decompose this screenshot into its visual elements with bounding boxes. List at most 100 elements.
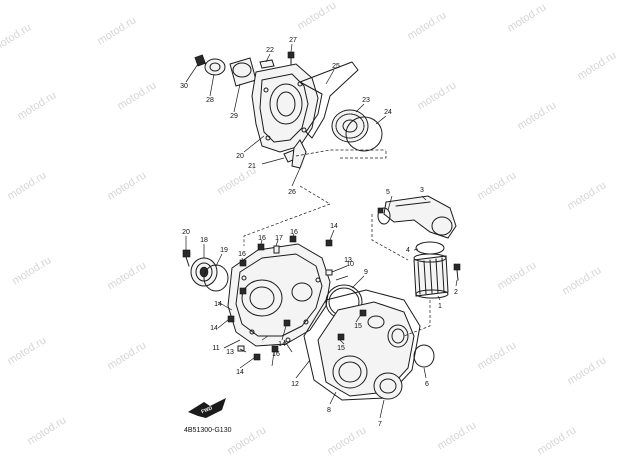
watermark: motod.ru [0, 21, 33, 54]
callout-14-top: 14 [330, 223, 338, 230]
watermark: motod.ru [325, 424, 368, 457]
bolts-14-drawing [227, 239, 333, 361]
callout-26: 25 [332, 63, 340, 70]
callout-16-d: 16 [272, 351, 280, 358]
watermark: motod.ru [560, 264, 603, 297]
rotor-24-drawing [331, 109, 369, 143]
bracket-22-drawing [283, 139, 307, 169]
callout-31: 30 [180, 83, 188, 90]
watermark: motod.ru [405, 9, 448, 42]
lower-assembly [182, 195, 461, 401]
seal-4-drawing [415, 241, 445, 255]
callout-labels: 30 28 29 22 27 25 23 24 20 21 26 3 5 4 2… [180, 37, 458, 428]
callout-12: 12 [291, 381, 299, 388]
watermark: motod.ru [105, 169, 148, 202]
callout-7: 7 [378, 421, 382, 428]
watermark: motod.ru [565, 354, 608, 387]
cap-18-drawing [190, 257, 218, 287]
watermark: motod.ru [515, 99, 558, 132]
bolt-2-drawing [453, 263, 461, 281]
callout-20: 20 [182, 229, 190, 236]
callout-19: 19 [220, 247, 228, 254]
diagram-code: 4B51300-G130 [184, 427, 232, 434]
crankcase-cover-11-drawing [227, 243, 331, 347]
callout-16-b: 16 [290, 229, 298, 236]
watermark: motod.ru [475, 169, 518, 202]
watermark: motod.ru [105, 259, 148, 292]
callout-15-lower: 15 [337, 345, 345, 352]
watermark: motod.ru [495, 259, 538, 292]
damper-13-drawing [237, 269, 333, 352]
dowel-17-drawing [273, 245, 280, 254]
callout-4: 4 [406, 247, 410, 254]
watermark: motod.ru [225, 424, 268, 457]
watermark: motod.ru [10, 254, 53, 287]
callout-11: 11 [212, 345, 219, 352]
watermark: motod.ru [25, 414, 68, 447]
callout-28: 27 [289, 37, 297, 44]
cover-housing-21-drawing [251, 63, 319, 153]
filter-1-drawing [413, 253, 449, 299]
callout-17: 17 [275, 235, 283, 242]
seal-ring-25-drawing [345, 116, 383, 152]
leader-lines-upper [185, 43, 387, 187]
callout-16-c: 16 [238, 251, 246, 258]
gasket-19-drawing [203, 264, 229, 292]
callout-23: 22 [266, 47, 274, 54]
watermark: motod.ru [575, 49, 618, 82]
forward-arrow-icon: FWD [188, 398, 226, 418]
watermark: motod.ru [415, 79, 458, 112]
bolt-28-drawing [287, 51, 295, 67]
callout-16-a: 16 [258, 235, 266, 242]
cap-29-drawing [204, 58, 226, 76]
callout-14-left: 14 [214, 301, 222, 308]
leader-lines-lower [185, 195, 458, 419]
callout-14-mid: 14 [210, 325, 218, 332]
callout-2: 2 [454, 289, 458, 296]
callout-3: 3 [420, 187, 424, 194]
watermark: motod.ru [95, 14, 138, 47]
callout-15-upper: 15 [354, 323, 362, 330]
upper-assembly [194, 51, 387, 169]
bolts-16-drawing [239, 235, 297, 353]
callout-25: 24 [384, 109, 392, 116]
assembly-guide-line [340, 150, 387, 159]
duct-30-drawing [229, 57, 257, 87]
watermark: motod.ru [475, 339, 518, 372]
watermark: motod.ru [5, 169, 48, 202]
callout-13-right: 13 [344, 257, 352, 264]
watermark: motod.ru [115, 79, 158, 112]
callout-10: 10 [346, 261, 354, 268]
watermark: motod.ru [5, 334, 48, 367]
callout-13-left: 13 [226, 349, 234, 356]
outer-cover-8-drawing [317, 301, 415, 397]
assembly-guide-line [403, 300, 431, 337]
watermark: motod.ru [435, 419, 478, 452]
intake-duct-3-drawing [383, 195, 457, 239]
watermark-layer: motod.ru motod.ru motod.ru motod.ru moto… [0, 0, 618, 458]
watermark: motod.ru [535, 424, 578, 457]
watermark: motod.ru [15, 89, 58, 122]
callout-21: 20 [236, 153, 244, 160]
assembly-guide-line [371, 214, 409, 261]
callout-8: 8 [327, 407, 331, 414]
callout-18: 18 [200, 237, 208, 244]
callout-24: 23 [362, 97, 370, 104]
bolts-15-drawing [337, 309, 367, 341]
cover-7-drawing [373, 372, 403, 400]
clamp-5-drawing [377, 207, 391, 225]
watermark: motod.ru [105, 339, 148, 372]
clip-23-drawing [259, 59, 275, 69]
watermark: motod.ru [505, 1, 548, 34]
gasket-12-drawing [303, 289, 421, 401]
plug-20-drawing [182, 249, 191, 267]
callout-29: 28 [206, 97, 214, 104]
fwd-label: FWD [201, 405, 214, 415]
assembly-link-line [299, 185, 331, 205]
watermark: motod.ru [295, 0, 338, 33]
seal-strip-26-drawing [299, 61, 359, 139]
callout-27: 26 [288, 189, 296, 196]
callout-14-bottom: 14 [236, 369, 244, 376]
